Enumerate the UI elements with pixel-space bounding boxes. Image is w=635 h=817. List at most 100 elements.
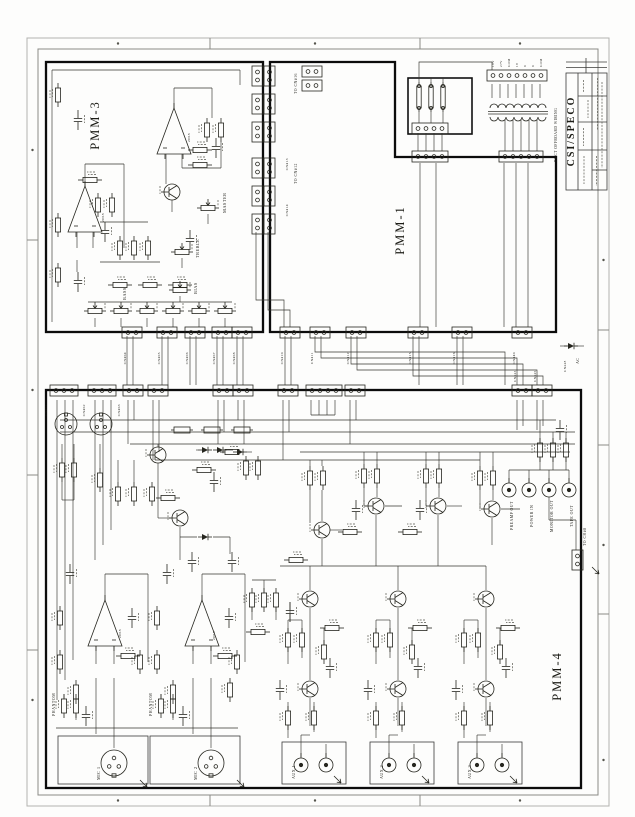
label-mic1: MIC 1: [96, 766, 101, 780]
pin-connector: [212, 384, 234, 397]
pin-connector: [251, 185, 264, 207]
potentiometer: [83, 301, 107, 315]
potentiometer: [161, 301, 185, 315]
resistor: [152, 693, 165, 719]
outer-frame: [26, 37, 610, 807]
resistor: [53, 457, 65, 483]
resistor: [49, 262, 61, 288]
label-cn416: CN416: [452, 352, 456, 364]
label-cn443: CN443: [513, 370, 517, 382]
rca-jack: [406, 752, 422, 773]
capacitor: [415, 499, 427, 521]
resistor: [417, 463, 430, 489]
wire: [356, 336, 538, 385]
label-power_in: POWER IN: [530, 505, 534, 527]
inner-frame: [37, 48, 599, 796]
aux-subbox: [457, 741, 523, 785]
resistor: [284, 552, 308, 563]
pin-connector: [263, 213, 276, 235]
label-cn414: CN414: [285, 204, 289, 216]
label-cn413: CN413: [285, 158, 289, 170]
label-ic2: 2068: [101, 213, 105, 222]
sheet-frame: [26, 37, 610, 807]
label-cn415: CN415: [408, 352, 412, 364]
resistor: [279, 705, 292, 731]
resistor: [221, 677, 234, 703]
pin-connector: [301, 79, 323, 92]
resistor: [531, 437, 543, 463]
ground-arrow-icon: [509, 775, 518, 784]
transistor: [385, 680, 407, 698]
rca-jack: [521, 477, 537, 498]
resistor: [116, 648, 140, 659]
aux-subbox: [281, 741, 347, 785]
resistor: [398, 524, 422, 535]
pin-connector: [49, 384, 79, 397]
ground-arrow-icon: [139, 779, 148, 788]
resistor: [381, 627, 394, 653]
title-block-border: [565, 72, 608, 191]
capacitor: [187, 551, 199, 573]
resistor: [103, 192, 115, 218]
aux-subbox: [369, 741, 435, 785]
wire: [255, 232, 285, 327]
capacitor: [81, 705, 93, 727]
resistor: [455, 627, 468, 653]
label-cn412: CN412: [346, 352, 350, 364]
resistor: [314, 465, 327, 491]
pin-connector: [498, 150, 544, 163]
pin-connector: [156, 326, 178, 339]
resistor: [109, 481, 121, 507]
resistor: [496, 620, 520, 631]
label-pmm3: PMM-3: [88, 100, 102, 150]
resistor: [237, 455, 250, 481]
label-aux2: AUX 2: [379, 765, 384, 779]
capacitor: [73, 271, 85, 293]
zone-ticks: [27, 38, 609, 806]
resistor: [255, 587, 268, 613]
label-cn411: CN411: [310, 352, 314, 364]
resistor: [138, 277, 162, 288]
resistor: [108, 277, 132, 288]
resistor: [408, 620, 432, 631]
wire: [412, 336, 544, 385]
label-cn402: CN402: [82, 404, 86, 416]
wire: [418, 61, 493, 78]
pin-connector: [301, 65, 323, 78]
label-cn440: CN440: [512, 352, 516, 364]
pin-connector: [251, 213, 264, 235]
label-preamp_out: PREAMP OUT: [510, 501, 514, 530]
capacitor: [224, 607, 236, 629]
label-pmm1: PMM-1: [393, 205, 407, 255]
wire: [267, 232, 291, 327]
capacitor: [363, 679, 375, 701]
label-treble: TREBLE: [195, 239, 200, 258]
pin-connector: [486, 69, 548, 82]
pin-connector: [451, 326, 473, 339]
resistor: [243, 587, 256, 613]
rca-jack: [318, 752, 334, 773]
label-phantom1: PHANTOM: [51, 693, 56, 716]
label-tape_out: TAPE OUT: [570, 505, 574, 527]
opamp: [87, 594, 123, 652]
capacitor: [73, 109, 85, 131]
resistor: [430, 463, 443, 489]
transistor: [385, 590, 407, 608]
capacitor: [285, 601, 297, 623]
label-cn405: CN405: [157, 352, 161, 364]
resistor: [111, 235, 123, 261]
label-phantom2: PHANTOM: [148, 693, 153, 716]
label-1: 27V: [499, 60, 503, 67]
label-cn407: CN407: [212, 352, 216, 364]
rca-jack: [494, 752, 510, 773]
rca-jack: [541, 477, 557, 498]
potentiometer: [135, 301, 159, 315]
label-3: 18: [515, 63, 519, 67]
mic2-subbox: [149, 735, 241, 785]
pmm1-block: [268, 60, 558, 334]
pin-connector: [251, 93, 264, 115]
transistor: [309, 521, 331, 539]
transistor: [159, 183, 181, 201]
label-ic3: 2068: [118, 629, 122, 638]
